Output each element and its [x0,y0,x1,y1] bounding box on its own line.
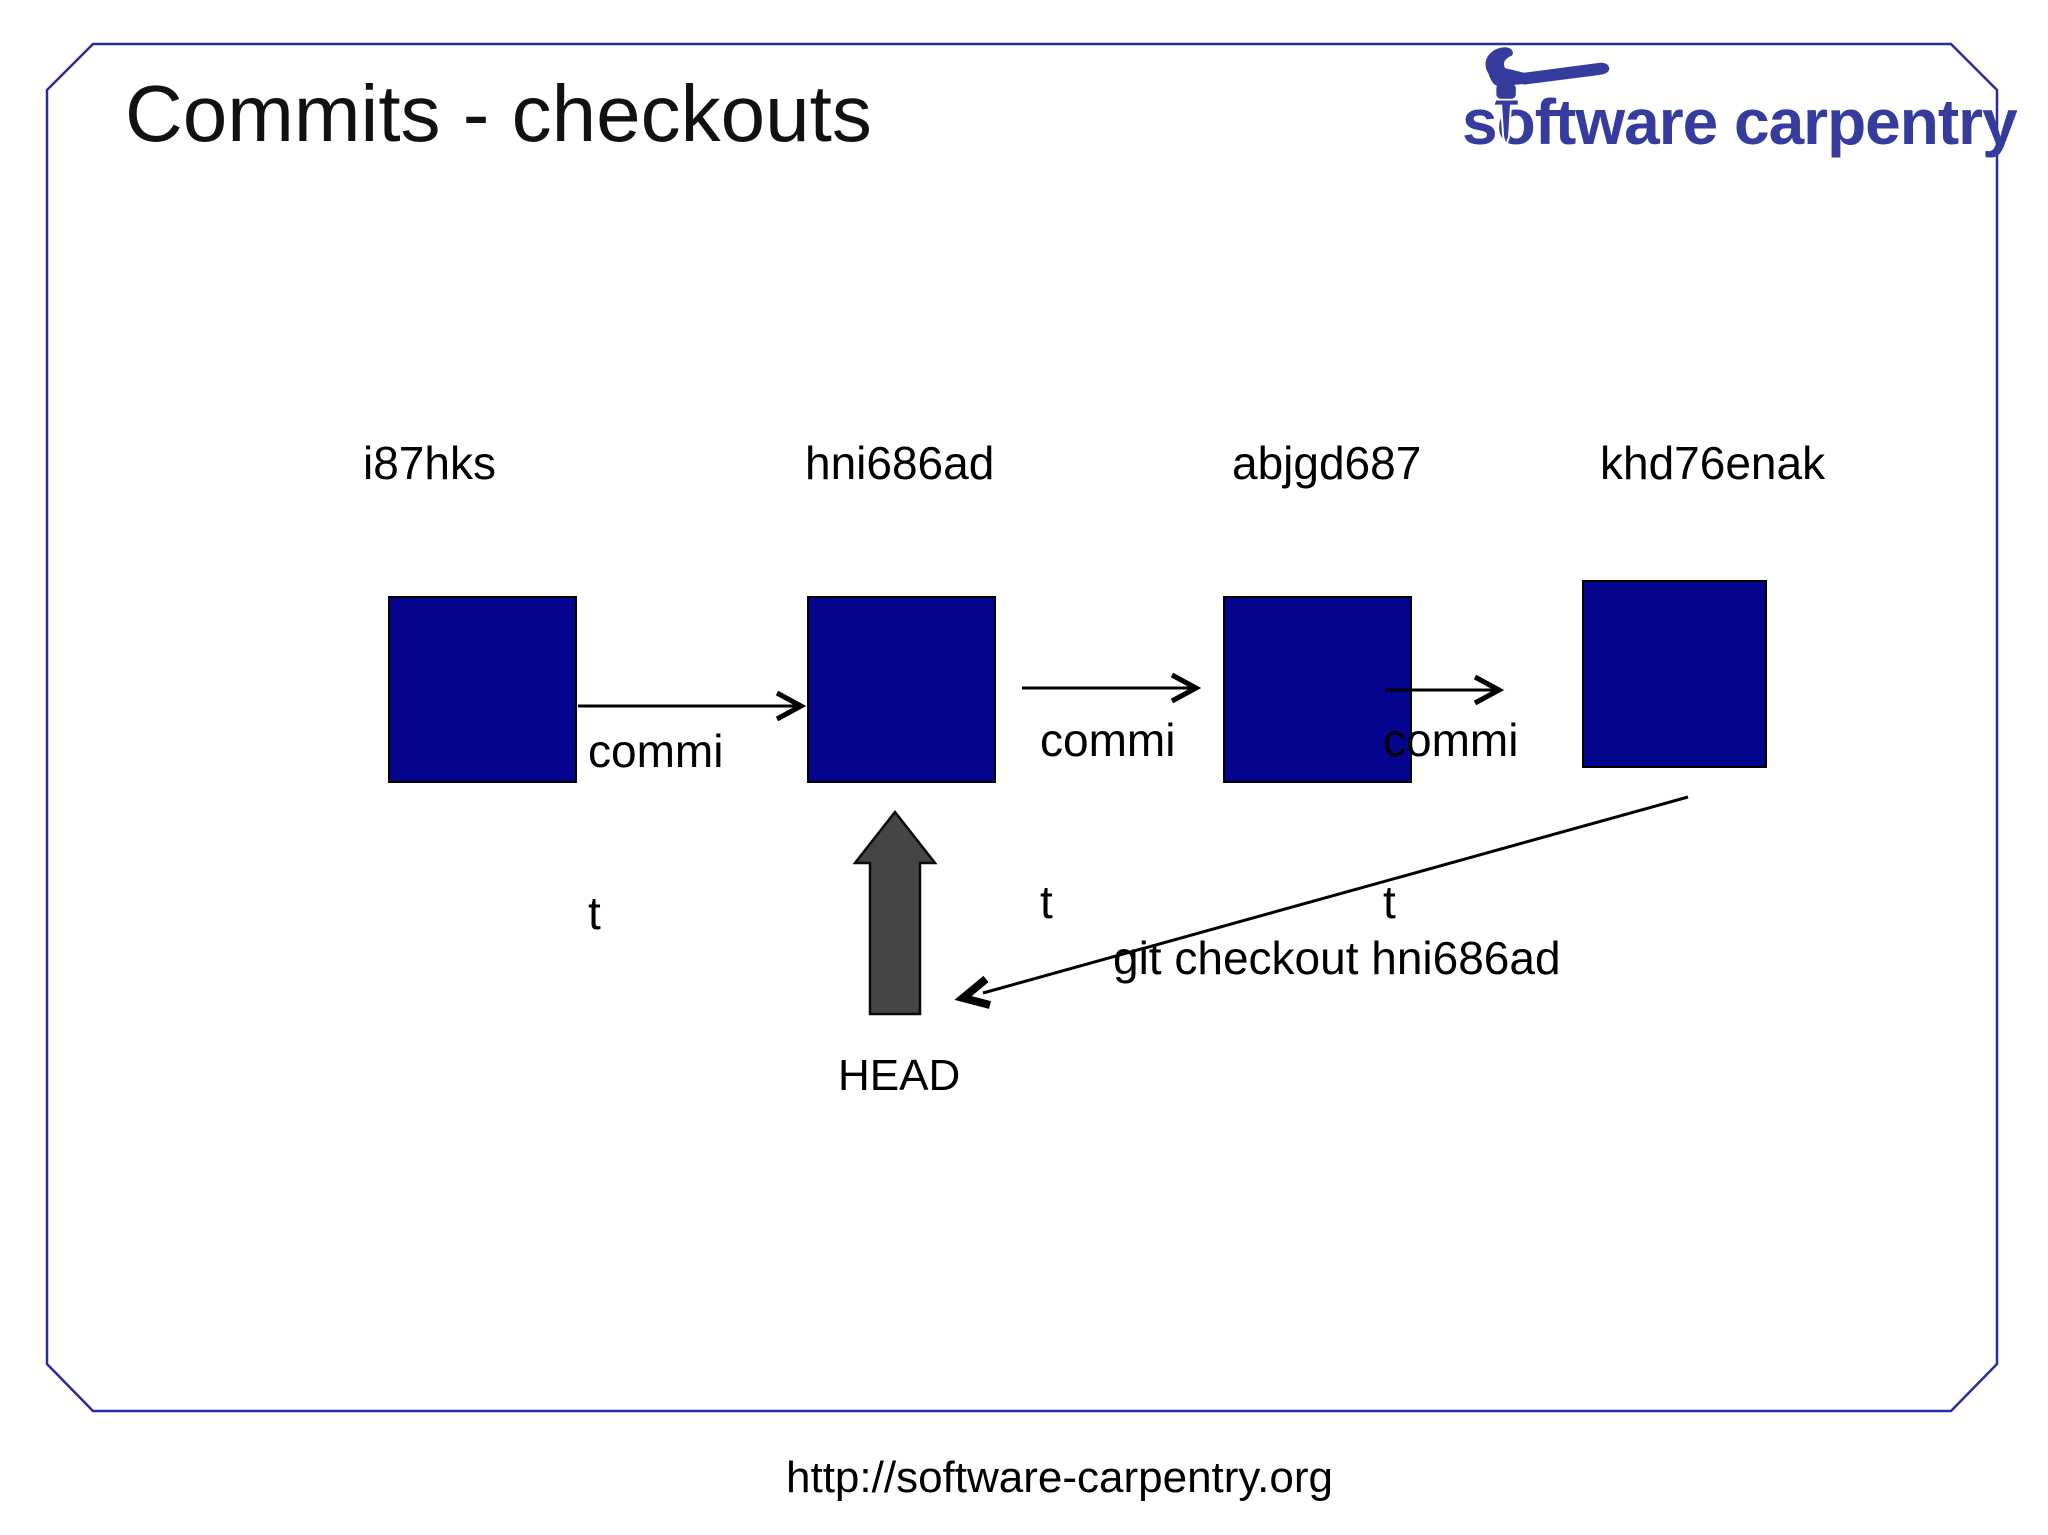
hammer-icon [1485,47,1610,149]
commit-box [1223,596,1412,783]
commit-arrow-label: commi t [588,616,723,1048]
commit-box [807,596,996,783]
software-carpentry-logo: software carpentry [1455,40,2018,190]
commit-arrow-label: commi t [1040,605,1175,1037]
head-arrow-icon [852,809,938,1016]
commit-hash-label: hni686ad [805,437,995,489]
commit-arrow-label-line1: commi [588,725,724,777]
commit-arrow-label-line2: t [588,887,601,939]
page-title: Commits - checkouts [125,69,872,158]
commit-box [1582,580,1767,768]
commit-arrow-label-line1: commi [1383,714,1519,766]
logo-brand-text: software carpentry [1462,86,2018,158]
commit-arrow-label-line1: commi [1040,714,1176,766]
commit-arrow-label: commi t [1383,605,1518,1037]
head-label: HEAD [838,1051,961,1100]
checkout-command-label: git checkout hni686ad [1113,932,1561,984]
commit-box [388,596,577,783]
commit-hash-label: abjgd687 [1232,437,1422,489]
footer-url: http://software-carpentry.org [786,1453,1333,1502]
commit-hash-label: i87hks [363,437,496,489]
commit-arrow-label-line2: t [1040,876,1053,928]
commit-arrow-label-line2: t [1383,876,1396,928]
commit-hash-label: khd76enak [1600,437,1826,489]
